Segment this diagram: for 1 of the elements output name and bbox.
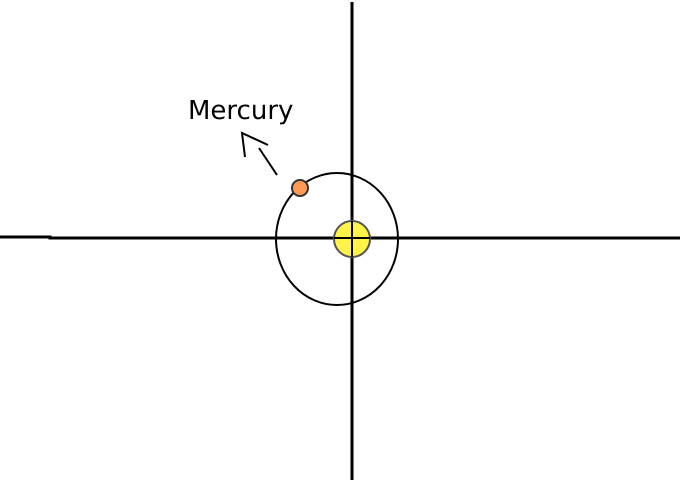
planet-label: Mercury — [188, 96, 294, 126]
